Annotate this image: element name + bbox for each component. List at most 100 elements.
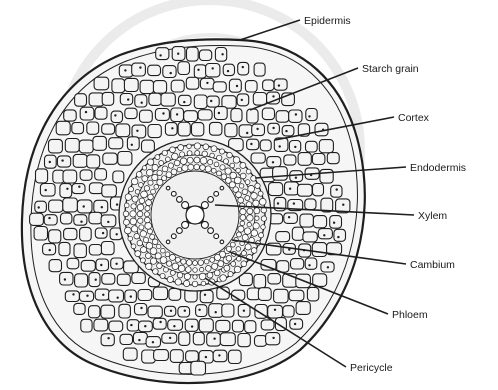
starch-grain-dot: [83, 205, 85, 207]
cortex-cell: [171, 80, 184, 92]
cortex-cell: [254, 275, 266, 289]
cortex-cell: [307, 287, 318, 301]
stele-cell: [141, 247, 147, 253]
cortex-cell: [148, 306, 162, 318]
cortex-cell: [298, 184, 313, 196]
stele-cell: [148, 180, 153, 185]
stele-cell: [245, 244, 251, 250]
starch-grain-dot: [176, 113, 178, 115]
stele-cell: [258, 233, 263, 238]
cortex-cell: [36, 169, 48, 183]
cortex-cell: [214, 107, 227, 120]
starch-grain-dot: [95, 279, 97, 281]
stele-cell: [135, 251, 141, 257]
label-starch-grain: Starch grain: [362, 63, 419, 75]
stele-cell: [136, 172, 142, 178]
stele-cell: [217, 171, 222, 176]
cortex-cell: [192, 123, 204, 136]
starch-grain-dot: [114, 114, 116, 116]
cortex-cell: [215, 48, 226, 62]
stele-cell: [139, 198, 145, 204]
cortex-cell: [168, 320, 183, 331]
stele-cell: [207, 272, 213, 278]
cortex-cell: [186, 351, 199, 362]
stele-cell: [194, 164, 200, 170]
label-pericycle: Pericycle: [350, 362, 393, 374]
stele-cell: [164, 267, 169, 272]
cortex-cell: [117, 274, 130, 285]
cortex-cell: [274, 79, 287, 90]
starch-grain-dot: [246, 132, 248, 134]
stele-cell: [194, 143, 200, 149]
stele-cell: [157, 244, 161, 248]
cortex-cell: [245, 321, 256, 333]
cortex-cell: [63, 170, 77, 183]
starch-grain-dot: [140, 307, 142, 309]
stele-cell: [227, 152, 233, 158]
cortex-cell: [75, 94, 87, 107]
stele-cell: [187, 151, 192, 156]
stele-cell: [146, 200, 152, 206]
stele-cell: [137, 211, 143, 217]
starch-grain-dot: [138, 339, 140, 341]
cortex-cell: [178, 62, 190, 75]
stele-cell: [208, 160, 213, 165]
stele-cell: [167, 261, 172, 266]
cortex-cell: [87, 122, 99, 134]
cortex-cell: [273, 167, 288, 181]
stele-cell: [258, 191, 263, 196]
stele-cell: [157, 263, 163, 269]
starch-grain-dot: [159, 321, 161, 323]
cortex-cell: [125, 108, 137, 118]
stele-cell: [259, 198, 266, 205]
cortex-cell: [274, 289, 289, 303]
starch-grain-dot: [288, 216, 290, 218]
cortex-cell: [186, 77, 199, 89]
starch-grain-dot: [131, 144, 133, 146]
starch-grain-dot: [294, 146, 296, 148]
stele-cell: [239, 184, 244, 189]
cortex-cell: [80, 170, 92, 180]
cortex-cell: [247, 109, 258, 123]
cortex-cell: [118, 152, 132, 166]
cortex-cell: [163, 66, 176, 78]
starch-grain-dot: [86, 295, 88, 297]
stele-cell: [247, 222, 251, 226]
xylem-vessel: [166, 186, 170, 190]
label-phloem: Phloem: [392, 309, 428, 321]
xylem-vessel: [182, 221, 189, 228]
cortex-cell: [207, 333, 221, 346]
stele-cell: [241, 261, 247, 267]
cortex-cell: [223, 64, 234, 75]
stele-cell: [198, 260, 204, 266]
stele-cell: [186, 260, 192, 266]
stele-cell: [193, 261, 198, 266]
stele-cell: [226, 246, 231, 251]
cortex-cell: [34, 227, 47, 241]
cortex-cell: [49, 139, 63, 153]
cortex-cell: [210, 122, 222, 135]
cortex-cell: [306, 109, 317, 121]
xylem-vessel: [171, 234, 176, 239]
cortex-cell: [49, 200, 63, 212]
cortex-cell: [35, 201, 47, 212]
cortex-cell: [74, 303, 85, 314]
starch-grain-dot: [342, 204, 344, 206]
stele-cell: [182, 165, 188, 171]
starch-grain-dot: [61, 159, 63, 161]
stele-cell: [153, 269, 159, 275]
stele-cell: [152, 239, 158, 245]
stele-cell: [131, 244, 136, 249]
starch-grain-dot: [183, 101, 185, 103]
cortex-cell: [135, 304, 147, 315]
stele-cell: [162, 176, 167, 181]
stele-cell: [151, 189, 156, 194]
stele-cell: [242, 189, 248, 195]
cortex-cell: [319, 140, 333, 153]
stele-cell: [192, 281, 198, 287]
stele-cell: [145, 212, 150, 217]
cortex-cell: [194, 65, 206, 78]
stele-cell: [251, 193, 258, 200]
cortex-cell: [80, 107, 94, 120]
